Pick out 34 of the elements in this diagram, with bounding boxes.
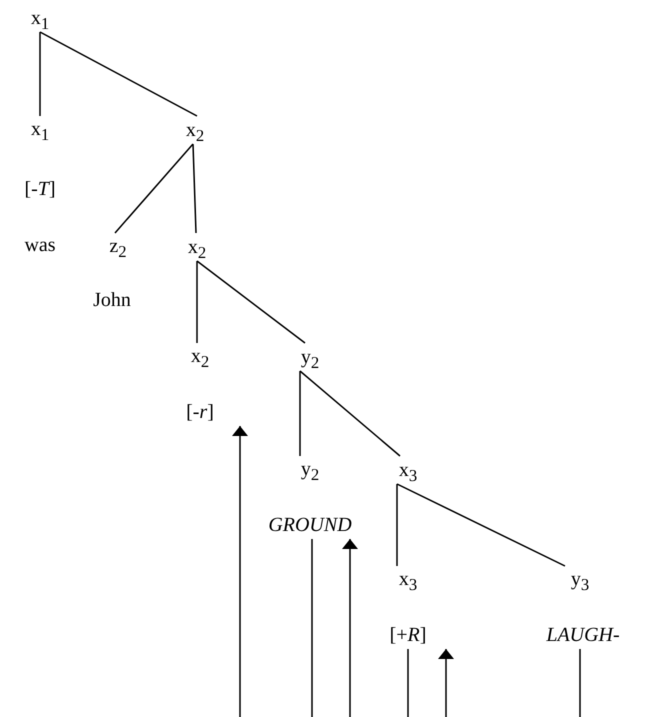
line [407, 649, 409, 717]
tree-branch-line [40, 31, 198, 117]
feature-label: [-T] [24, 177, 56, 202]
tree-node-label: y$_{3}$ [570, 567, 590, 592]
tree-node-label: x$_{2}$ [186, 118, 204, 143]
word-label: GROUND [268, 513, 352, 538]
arrow [232, 426, 248, 717]
tree-branch-line [39, 32, 41, 116]
tree-node-label: x$_{2}$ [190, 344, 210, 369]
tree-node-label: x$_{3}$ [398, 567, 418, 592]
tree-branch-line [396, 484, 398, 566]
feature-label: [-r] [186, 400, 214, 425]
tree-node-label: x$_{3}$ [398, 458, 418, 483]
tree-node-label: z$_{2}$ [109, 234, 127, 259]
arrow [342, 539, 358, 717]
tree-branch-line [196, 260, 306, 344]
line [579, 649, 581, 717]
tree-node-label: x$_{1}$ [30, 117, 50, 142]
tree-branch-line [396, 483, 566, 567]
arrow [438, 649, 454, 717]
word-label: LAUGH- [546, 623, 620, 648]
feature-label: [+R] [390, 623, 426, 648]
tree-branch-line [114, 144, 194, 234]
word-label: John [93, 288, 131, 313]
tree-branch-line [196, 261, 198, 343]
tree-node-label: y$_{2}$ [300, 457, 320, 482]
tree-node-label: x$_{2}$ [188, 235, 206, 260]
tree-node-label: y$_{2}$ [300, 345, 320, 370]
tree-branch-line [300, 370, 400, 457]
tree-branch-line [299, 371, 301, 456]
tree-branch-line [192, 144, 197, 234]
line [311, 539, 313, 717]
word-label: was [24, 233, 56, 258]
tree-node-label: x$_{1}$ [30, 6, 50, 31]
